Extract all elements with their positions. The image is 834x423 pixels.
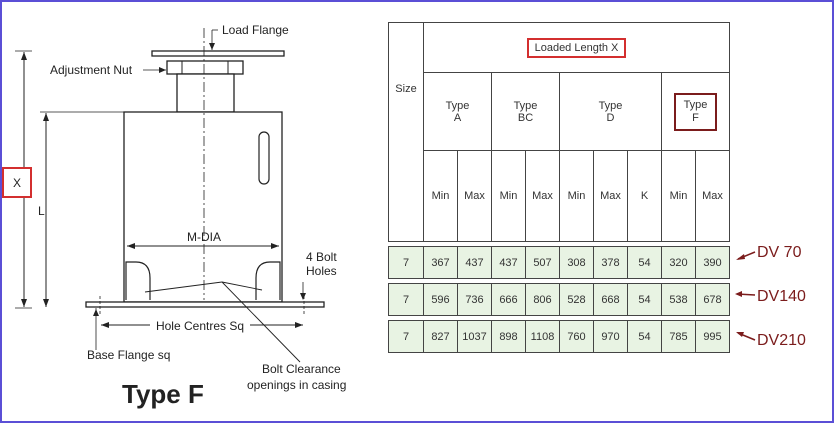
sub-header-min: Min: [491, 150, 526, 242]
spindle-shape: [176, 73, 235, 113]
load-flange-label: Load Flange: [222, 23, 289, 37]
sub-header-max: Max: [695, 150, 730, 242]
sub-header-max: Max: [457, 150, 492, 242]
dv70-label: DV 70: [757, 244, 802, 261]
sub-header-min: Min: [661, 150, 696, 242]
bolt-holes-label-line1: 4 Bolt: [306, 250, 337, 264]
sub-header-min: Min: [423, 150, 458, 242]
diagram-svg: M-DIA Hole Centres Sq L X Load Flange Ad…: [2, 23, 346, 409]
sub-header-max: Max: [593, 150, 628, 242]
base-flange-label: Base Flange sq: [87, 348, 170, 362]
type-f-title: Type F: [122, 379, 204, 409]
size-header: Size: [388, 22, 424, 242]
bolt-holes-label-line2: Holes: [306, 264, 337, 278]
base-flange-plate: [85, 301, 325, 308]
dv210-label: DV210: [757, 332, 806, 349]
sub-header-k: K: [627, 150, 662, 242]
x-label: X: [13, 176, 21, 190]
bolt-clearance-label-line2: openings in casing: [247, 378, 346, 392]
adjustment-nut-shape: [166, 60, 244, 75]
casing-slot: [258, 131, 270, 185]
sub-header-max: Max: [525, 150, 560, 242]
type-f-diagram: M-DIA Hole Centres Sq L X Load Flange Ad…: [0, 0, 380, 419]
loaded-length-header: Loaded Length X: [526, 37, 627, 58]
bolt-clearance-label-line1: Bolt Clearance: [262, 362, 341, 376]
x-highlight-box: [2, 167, 32, 198]
casing-body: [123, 111, 283, 303]
dv140-label: DV140: [757, 288, 806, 305]
loaded-length-header-cell: Loaded Length X: [423, 22, 730, 73]
hole-centres-label: Hole Centres Sq: [156, 319, 244, 333]
load-flange-plate: [151, 50, 285, 57]
sub-header-min: Min: [559, 150, 594, 242]
l-label: L: [38, 204, 45, 218]
adjustment-nut-label: Adjustment Nut: [50, 63, 133, 77]
m-dia-label: M-DIA: [187, 230, 221, 244]
